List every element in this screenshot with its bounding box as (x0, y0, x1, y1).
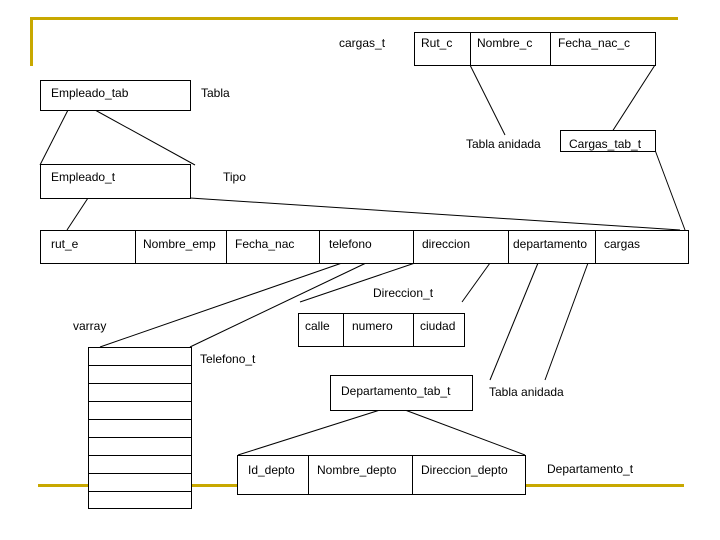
tabla-label: Tabla (201, 86, 230, 100)
connector (654, 149, 686, 231)
varray-cell (88, 365, 192, 384)
top-accent-bar (30, 17, 678, 20)
departamento-field-id-depto: Id_depto (237, 455, 309, 495)
direccion-field-ciudad: ciudad (413, 313, 465, 347)
varray-cell (88, 473, 192, 492)
varray-cell (88, 419, 192, 438)
field-label: telefono (329, 237, 372, 251)
varray-cell (88, 347, 192, 366)
departamento-tab-t-box: Departamento_tab_t (330, 375, 473, 411)
cargas-field-rut-c: Rut_c (414, 32, 471, 66)
field-label: Direccion_depto (421, 463, 508, 477)
cargas-field-nombre-c: Nombre_c (470, 32, 551, 66)
connector (469, 64, 506, 136)
cargas-field-fecha-nac-c: Fecha_nac_c (550, 32, 656, 66)
connector (39, 109, 69, 166)
departamento-tab-t-label: Departamento_tab_t (341, 384, 451, 398)
connector (609, 64, 656, 136)
varray-cell (88, 491, 192, 509)
connector (66, 197, 89, 231)
field-cargas: cargas (595, 230, 689, 264)
connector (404, 409, 526, 456)
varray-column (88, 347, 192, 509)
telefono-t-label: Telefono_t (200, 352, 256, 366)
empleado-t-box: Empleado_t (40, 164, 191, 199)
connector (489, 262, 539, 381)
field-label: direccion (422, 237, 471, 251)
cargas-tab-t-box: Cargas_tab_t (560, 130, 656, 152)
departamento-field-direccion-depto: Direccion_depto (412, 455, 526, 495)
field-label: Fecha_nac_c (558, 36, 631, 50)
field-label: rut_e (51, 237, 79, 251)
field-label: Id_depto (248, 463, 295, 477)
field-label: ciudad (420, 319, 456, 333)
field-departamento: departamento (508, 230, 596, 264)
left-accent-bar (30, 17, 33, 66)
connector (189, 262, 367, 348)
connector (299, 262, 416, 303)
field-fecha-nac: Fecha_nac (226, 230, 320, 264)
cargas-t-label: cargas_t (339, 36, 386, 50)
empleado-tab-label: Empleado_tab (51, 86, 129, 100)
varray-cell (88, 401, 192, 420)
field-label: Nombre_emp (143, 237, 216, 251)
varray-cell (88, 455, 192, 474)
connector (544, 262, 589, 381)
connector (461, 262, 491, 303)
field-label: Nombre_c (477, 36, 533, 50)
varray-cell (88, 383, 192, 402)
departamento-field-nombre-depto: Nombre_depto (308, 455, 413, 495)
field-label: Nombre_depto (317, 463, 397, 477)
direccion-t-label: Direccion_t (373, 286, 434, 300)
field-nombre-emp: Nombre_emp (135, 230, 227, 264)
field-label: numero (352, 319, 393, 333)
field-label: Rut_c (421, 36, 453, 50)
empleado-tab-box: Empleado_tab (40, 80, 191, 111)
field-label: departamento (513, 237, 588, 251)
tabla-anidada-top-label: Tabla anidada (466, 137, 541, 151)
connector (99, 262, 343, 348)
departamento-t-label: Departamento_t (547, 462, 634, 476)
connector (189, 197, 681, 231)
field-telefono: telefono (319, 230, 414, 264)
field-label: Fecha_nac (235, 237, 295, 251)
cargas-tab-t-label: Cargas_tab_t (569, 137, 642, 151)
field-direccion: direccion (413, 230, 509, 264)
connector (94, 109, 196, 166)
field-label: cargas (604, 237, 641, 251)
tipo-label: Tipo (223, 170, 246, 184)
varray-label: varray (73, 319, 107, 333)
tabla-anidada-bottom-label: Tabla anidada (489, 385, 564, 399)
field-rut-e: rut_e (40, 230, 136, 264)
direccion-field-numero: numero (343, 313, 414, 347)
empleado-t-label: Empleado_t (51, 170, 116, 184)
field-label: calle (305, 319, 330, 333)
varray-cell (88, 437, 192, 456)
connector (237, 409, 381, 456)
direccion-field-calle: calle (298, 313, 344, 347)
